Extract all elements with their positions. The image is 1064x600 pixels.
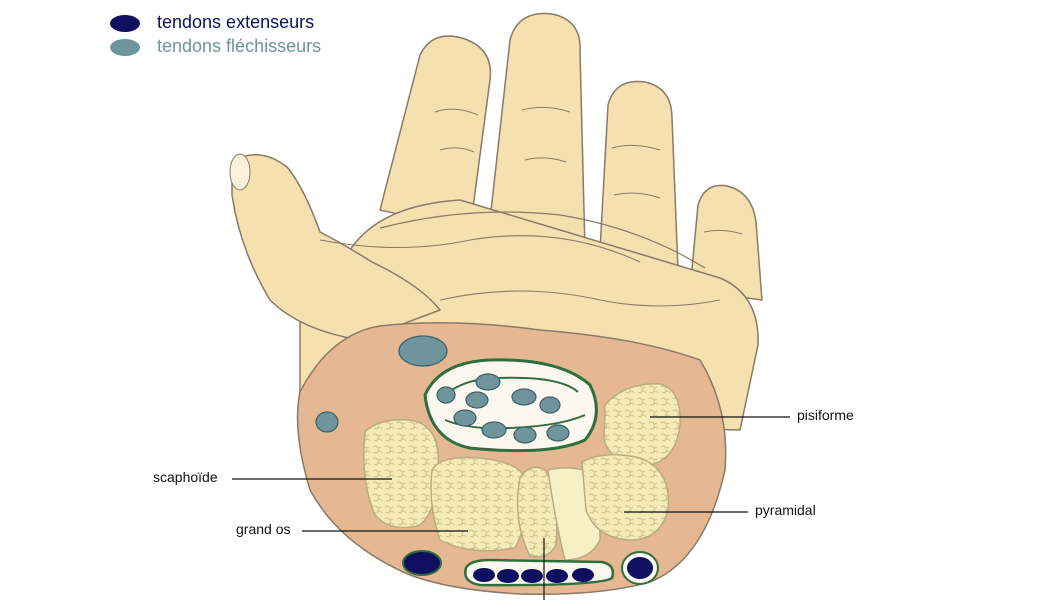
extensor-tendon (623, 553, 657, 583)
pisiforme-bone (603, 383, 681, 467)
pyramidal-bone (581, 454, 670, 541)
flexor-tendon (475, 373, 501, 391)
extensor-tendon (572, 568, 594, 582)
legend-label-extensor: tendons extenseurs (157, 12, 315, 32)
middle-finger (489, 12, 586, 251)
carpal-bones (363, 383, 681, 561)
flexor-tendon (546, 424, 570, 442)
flexor-tendon (465, 391, 489, 409)
extensor-tendon (473, 568, 495, 582)
scaphoide-bone (363, 419, 440, 529)
flexor-tendon (539, 396, 561, 414)
grand-os-bone (430, 456, 528, 552)
label-scaphoide: scaphoïde (153, 469, 218, 485)
index-finger (379, 35, 492, 231)
label-grand-os: grand os (236, 521, 291, 537)
flexor-tendons (315, 335, 570, 444)
thumb (231, 154, 441, 341)
extensor-swatch-icon (110, 15, 140, 32)
flexor-tendon (481, 421, 507, 439)
extensor-tendons (402, 550, 659, 587)
central-bone (516, 466, 558, 558)
flexor-swatch-icon (110, 39, 140, 56)
label-pyramidal: pyramidal (755, 502, 816, 518)
flexor-tendon (513, 426, 537, 444)
carpal-tunnel-sheath (423, 358, 598, 453)
flexor-tendon-large (398, 335, 448, 367)
flexor-tendon (436, 386, 456, 404)
flexor-tendon (511, 388, 537, 406)
extensor-tendon (497, 569, 519, 583)
legend-label-flexor: tendons fléchisseurs (157, 36, 322, 56)
wrist-section (296, 322, 727, 595)
flexor-tendon (453, 409, 477, 427)
leader-lines (232, 416, 790, 600)
label-pisiforme: pisiforme (797, 407, 854, 423)
extensor-tendon (402, 550, 442, 576)
extensor-tendon (546, 569, 568, 583)
little-finger (689, 184, 763, 301)
extensor-tendon (521, 569, 543, 583)
flexor-tendon-small (315, 411, 339, 433)
ring-finger (599, 80, 679, 271)
